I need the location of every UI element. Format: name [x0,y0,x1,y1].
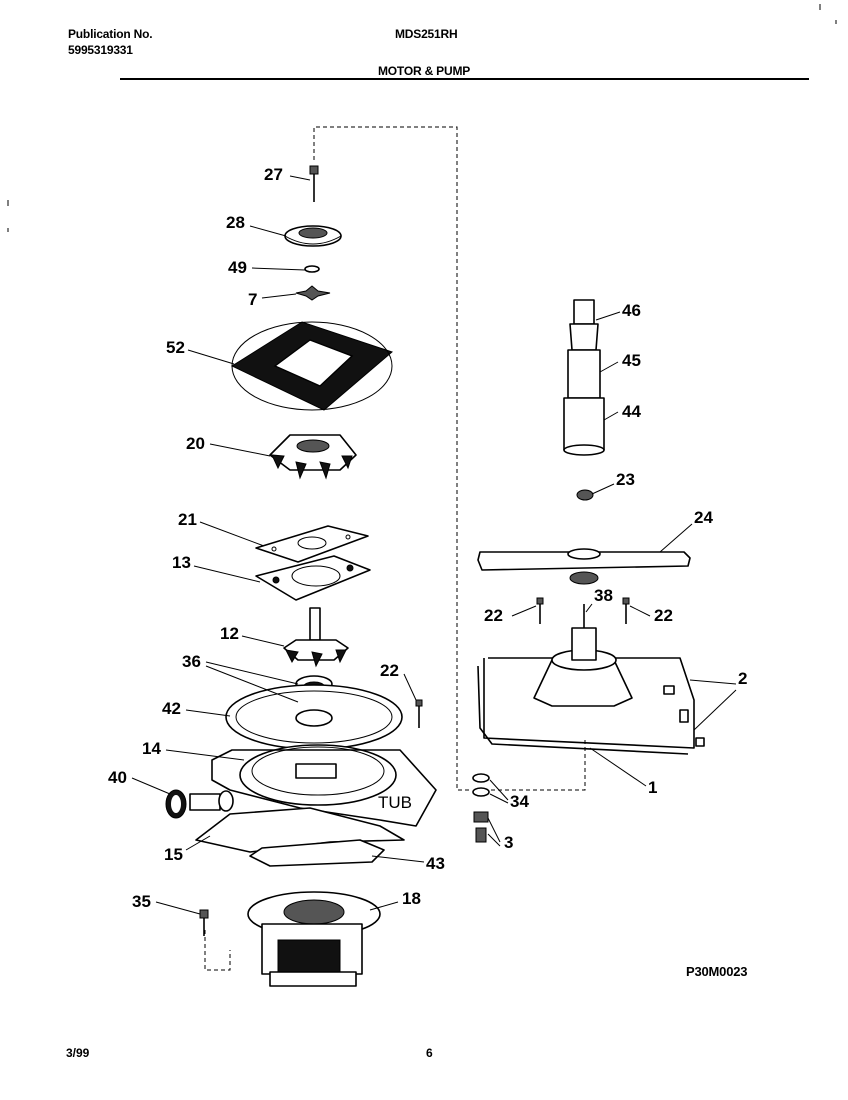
callout-22-left: 22 [380,661,399,680]
publication-number: 5995319331 [68,43,133,57]
callout-12: 12 [220,624,239,643]
header-rule [120,78,809,80]
callout-24: 24 [694,508,713,527]
part-spray-tube [563,299,605,456]
callout-28: 28 [226,213,245,232]
part-impeller-12 [283,607,349,668]
part-nut-23 [576,489,594,501]
model-number: MDS251RH [395,27,458,41]
callout-1: 1 [648,778,658,797]
callout-7: 7 [248,290,258,309]
part-filter-screen-52 [230,321,393,411]
callout-21: 21 [178,510,197,529]
callout-22-right: 22 [654,606,673,625]
callout-27: 27 [264,165,283,184]
publication-label: Publication No. [68,27,153,41]
callout-44: 44 [622,402,641,421]
callout-34: 34 [510,792,529,811]
part-screw-27 [309,165,319,202]
callout-3: 3 [504,833,514,852]
part-gasket-ring-42 [225,684,403,750]
callout-52: 52 [166,338,185,357]
callout-2: 2 [738,669,748,688]
part-washer-49 [304,265,320,273]
callout-49: 49 [228,258,247,277]
part-frame-1 [477,627,705,755]
callout-38: 38 [594,586,613,605]
part-motor-18 [247,891,381,987]
callout-23: 23 [616,470,635,489]
part-gasket-21 [255,525,369,563]
callout-18: 18 [402,889,421,908]
section-title: MOTOR & PUMP [378,64,471,78]
part-screw-22-left [415,699,423,728]
part-washers-34 [472,773,490,797]
part-screw-35 [199,909,209,936]
part-fittings-3 [473,811,489,843]
part-pump-base-14 [239,744,397,806]
part-clamp-40 [165,789,234,819]
callout-22-mid: 22 [484,606,503,625]
tub-panel: TUB [211,749,437,827]
callout-14: 14 [142,739,161,758]
part-gasket-43 [249,839,385,867]
callout-leader-lines [131,175,737,915]
callout-45: 45 [622,351,641,370]
footer-date: 3/99 [66,1046,90,1060]
part-hub-28 [284,225,342,247]
footer-page-number: 6 [426,1046,433,1060]
part-chopper-7 [295,285,331,301]
callout-46: 46 [622,301,641,320]
callout-43: 43 [426,854,445,873]
callout-20: 20 [186,434,205,453]
callout-13: 13 [172,553,191,572]
figure-code: P30M0023 [686,964,748,979]
tub-label: TUB [378,793,412,812]
assembly-guide-lines [204,126,586,971]
part-impeller-20 [269,434,357,480]
edge-marks [7,4,837,232]
callout-36: 36 [182,652,201,671]
part-plate-13 [255,555,371,601]
callout-15: 15 [164,845,183,864]
callout-40: 40 [108,768,127,787]
part-screws-22-right [536,597,630,624]
part-spray-arm-24 [477,548,691,585]
callout-35: 35 [132,892,151,911]
callout-42: 42 [162,699,181,718]
